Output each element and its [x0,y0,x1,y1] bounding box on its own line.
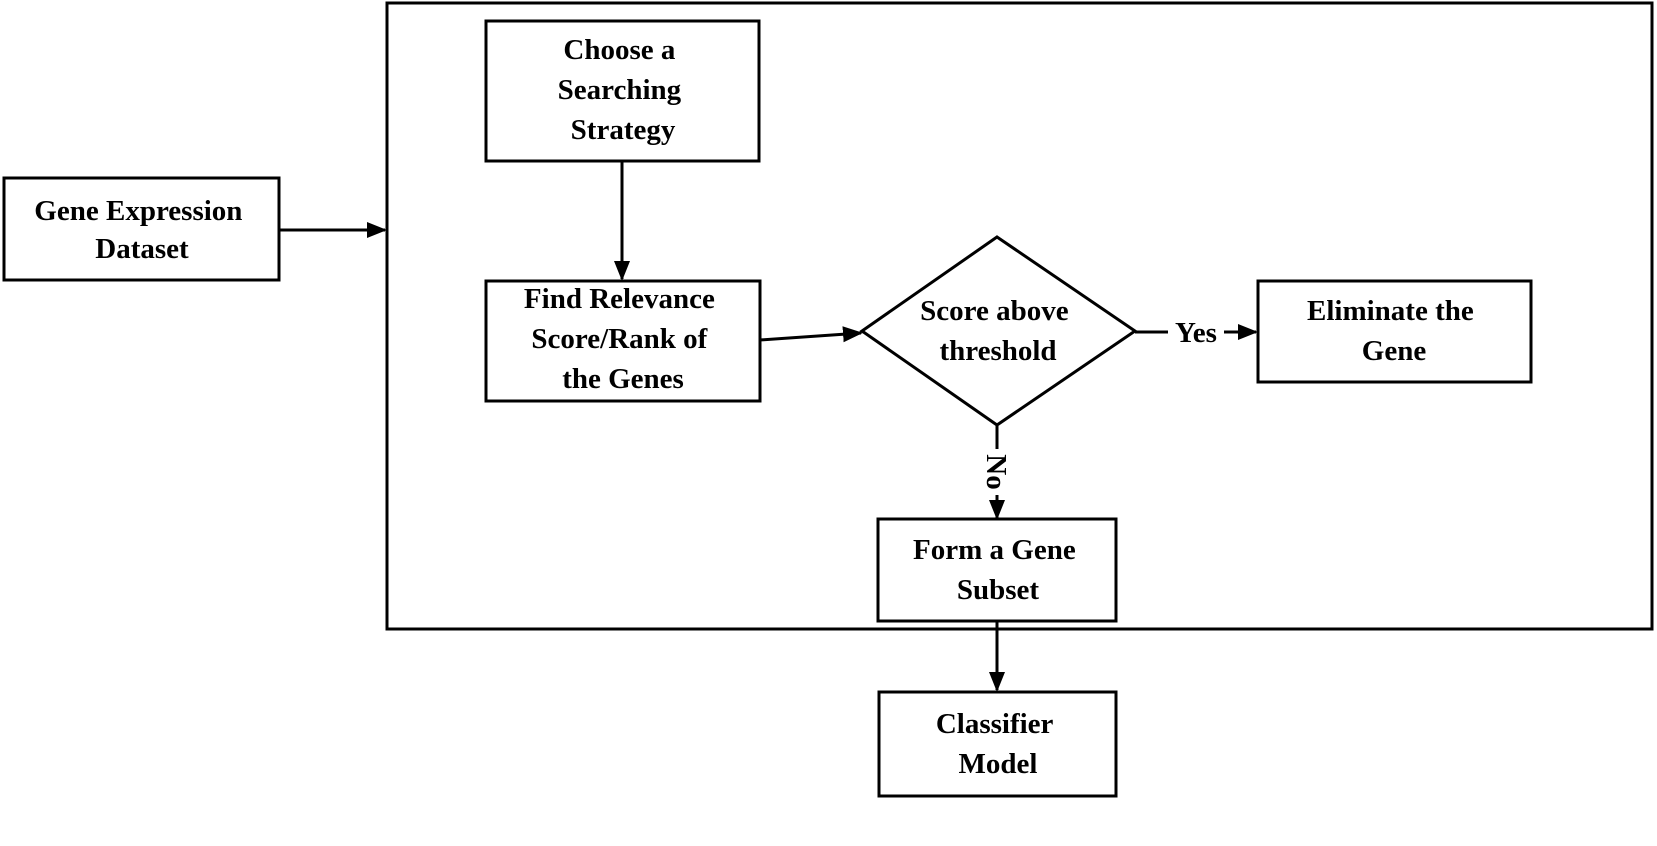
edge-label-no: No [980,454,1012,489]
label-gene-expression-dataset: Gene Expression Dataset [34,195,249,265]
node-shapes [2,19,1533,798]
edge-relevance-to-threshold [759,326,863,343]
label-form-gene-subset: Form a Gene Subset [913,534,1083,606]
node-choose-searching-strategy [484,19,761,163]
node-eliminate-the-gene [1256,279,1533,384]
node-classifier-model [877,690,1118,798]
node-labels: Gene Expression Dataset Choose a Searchi… [34,34,1481,780]
node-form-gene-subset [876,517,1118,623]
label-choose-searching-strategy: Choose a Searching Strategy [558,34,689,146]
process-frame [385,1,1654,631]
edges [280,162,1258,692]
label-find-relevance-score: Find Relevance Score/Rank of the Genes [524,283,722,395]
node-find-relevance-score [484,279,762,403]
edge-label-yes: Yes [1175,317,1217,349]
label-score-above-threshold: Score above threshold [920,295,1076,367]
label-classifier-model: Classifier Model [936,708,1060,780]
node-score-above-threshold [859,235,1138,427]
node-gene-expression-dataset [2,176,281,282]
edge-labels: Yes No [980,317,1217,490]
label-eliminate-the-gene: Eliminate the Gene [1307,295,1481,367]
